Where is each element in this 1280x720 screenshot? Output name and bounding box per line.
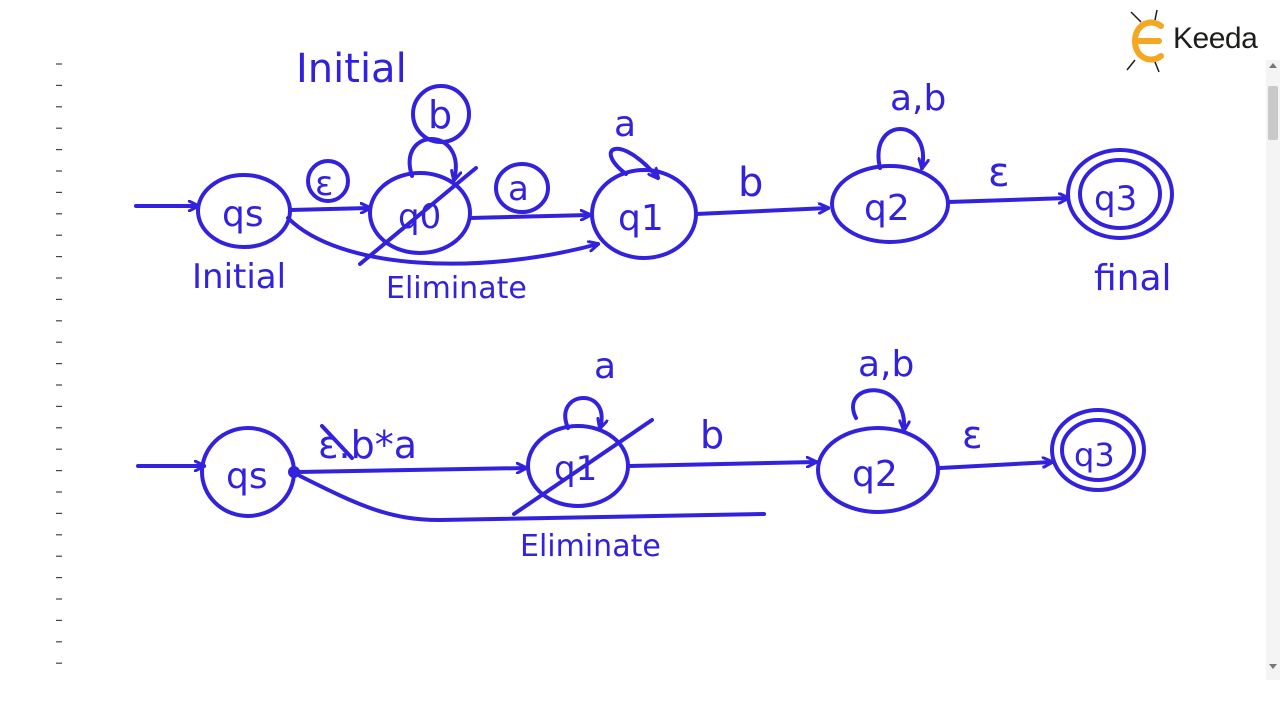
label-loop-q1: a — [614, 104, 636, 145]
expr-strike — [320, 424, 354, 460]
label-loop-q2-2: a,b — [858, 344, 914, 385]
state-q3-label: q3 — [1094, 179, 1137, 219]
label-epsilon-q2-q3-2: ε — [962, 413, 983, 457]
state-q3-2-outer — [1050, 408, 1146, 492]
diagram-1: Initial qs Initial ε q0 b a Eliminate q1… — [134, 46, 1174, 306]
state-q0 — [368, 171, 472, 255]
strike-q1-2 — [512, 418, 654, 516]
label-loop-q2: a,b — [890, 78, 946, 119]
loop-label-circle — [411, 84, 471, 144]
label-expr-qs-q1: ε.b*a — [318, 423, 417, 467]
edge-q0-q1 — [468, 215, 590, 218]
state-q3 — [1078, 158, 1162, 230]
vertical-scrollbar[interactable] — [1266, 60, 1280, 680]
edge-q2-q3 — [946, 198, 1068, 202]
label-eliminate-1: Eliminate — [386, 271, 527, 306]
state-qs-label: qs — [222, 194, 264, 235]
state-q3-2 — [1060, 418, 1136, 482]
strike-q0 — [358, 166, 478, 266]
state-q2-2 — [816, 426, 940, 514]
scrollbar-thumb[interactable] — [1268, 86, 1278, 140]
edge-qs-q1-2 — [296, 468, 526, 472]
label-initial-top: Initial — [296, 46, 407, 92]
state-qs-2-label: qs — [226, 456, 268, 497]
loop-q2 — [876, 127, 923, 168]
label-initial-bottom: Initial — [192, 257, 286, 297]
e-bug-icon — [1126, 9, 1164, 73]
label-b-q1-q2: b — [738, 160, 763, 206]
scroll-down-icon[interactable] — [1269, 664, 1277, 669]
loop-q1 — [608, 147, 658, 178]
edge-qs-q2-bypass — [298, 474, 766, 522]
a-circle — [494, 162, 550, 214]
edge-q2-q3-2 — [938, 462, 1052, 470]
label-b-q1-q2-2: b — [700, 413, 724, 457]
state-q2 — [830, 164, 950, 244]
label-epsilon-qs-q0: ε — [315, 164, 333, 204]
loop-q1-2 — [563, 396, 601, 428]
edge-q1-q2-2 — [626, 462, 816, 466]
label-epsilon-q2-q3: ε — [988, 150, 1010, 196]
state-q3-outer — [1066, 148, 1174, 240]
diagram-2: qs ε.b*a q1 a b Eliminate q2 a,b ε q3 — [136, 344, 1146, 564]
scroll-up-icon[interactable] — [1269, 63, 1277, 68]
label-loop-q1-2: a — [594, 346, 616, 387]
label-eliminate-2: Eliminate — [520, 529, 661, 564]
state-q2-label: q2 — [864, 188, 910, 229]
ekeeda-logo: Keeda — [1125, 8, 1275, 74]
state-q3-2-label: q3 — [1074, 436, 1115, 474]
edge-q1-q2 — [694, 208, 828, 216]
edge-qs-q1-bypass — [286, 216, 598, 266]
label-a-q0-q1: a — [508, 169, 529, 209]
edge-qs-q0 — [288, 208, 370, 210]
logo-text: Keeda — [1173, 22, 1258, 55]
epsilon-circle — [306, 159, 350, 203]
loop-q2-2 — [851, 388, 904, 430]
junction-dot — [288, 466, 300, 478]
label-final: final — [1094, 258, 1172, 299]
page-margin-ticks — [56, 63, 62, 664]
state-q2-2-label: q2 — [852, 454, 898, 495]
state-q1-label: q1 — [618, 198, 664, 239]
label-loop-q0: b — [428, 93, 452, 137]
